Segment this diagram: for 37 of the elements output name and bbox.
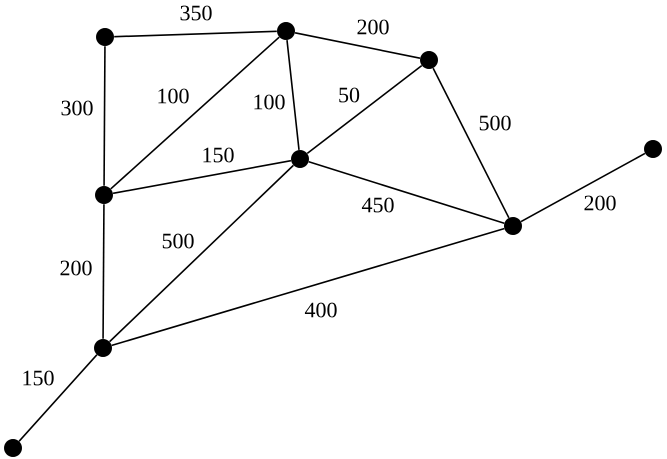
- edge-label: 200: [582, 194, 618, 212]
- edge-label: 100: [156, 88, 190, 104]
- edge-label: 350: [178, 4, 214, 22]
- edge-label: 500: [478, 114, 512, 132]
- edge-label: 50: [337, 86, 361, 104]
- dot: [94, 339, 112, 357]
- edge-label: 100: [252, 94, 286, 110]
- edge-label: 400: [304, 302, 338, 318]
- edge-line: [109, 164, 294, 342]
- dot: [504, 217, 522, 235]
- dot: [644, 140, 662, 158]
- edge-line: [114, 30, 277, 38]
- edge-label: 450: [360, 196, 396, 214]
- edge-label: 150: [200, 146, 236, 164]
- dot: [420, 51, 438, 69]
- edge-line: [308, 161, 504, 224]
- dot: [291, 150, 309, 168]
- edge-line: [306, 64, 422, 154]
- edge-label: 300: [60, 100, 94, 116]
- edge-label: 150: [20, 370, 56, 386]
- edge-label: 200: [356, 18, 390, 36]
- edge-line: [102, 204, 105, 339]
- edge-label: 500: [160, 232, 196, 250]
- edge-line: [520, 152, 646, 222]
- edge-line: [18, 354, 98, 442]
- edge-line: [112, 160, 292, 194]
- dot: [96, 28, 114, 46]
- edge-line: [112, 228, 504, 346]
- edge-label: 200: [58, 260, 94, 276]
- edge-line: [103, 46, 106, 186]
- edge-line: [432, 68, 510, 218]
- dot: [4, 439, 22, 457]
- edge-line: [286, 40, 300, 150]
- edge-line: [110, 36, 280, 190]
- dot: [95, 186, 113, 204]
- dot: [277, 22, 295, 40]
- edge-line: [294, 32, 420, 59]
